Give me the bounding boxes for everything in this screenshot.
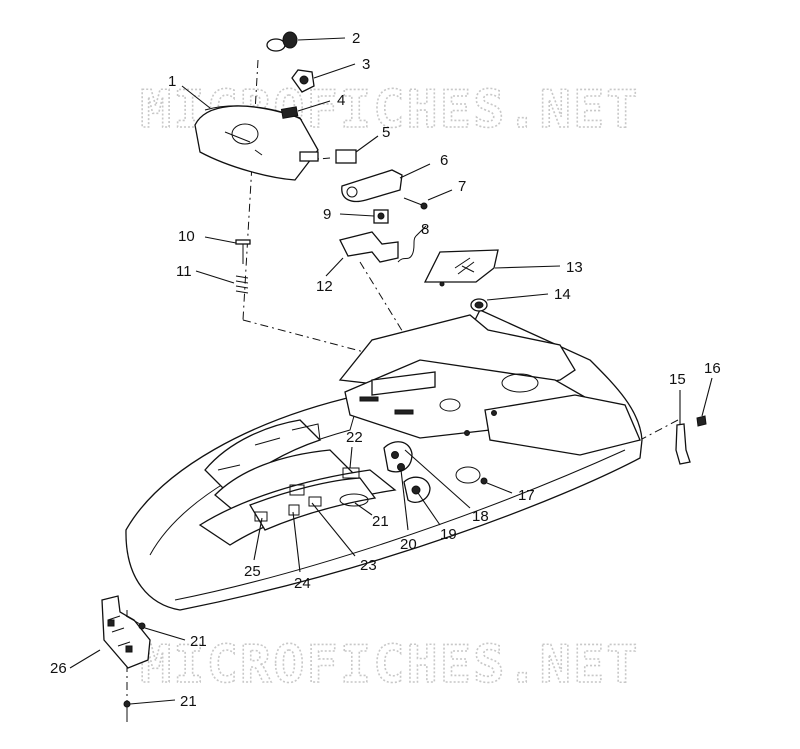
headlight-housing [194,105,319,181]
leader-19 [417,492,441,526]
callout-9: 9 [323,206,331,223]
callout-21-lower: 21 [180,693,197,710]
bulb-socket [291,63,356,93]
connector-clip [280,100,331,119]
callout-16: 16 [704,360,721,377]
callout-13: 13 [566,259,583,276]
callout-18: 18 [472,508,489,525]
callout-2: 2 [352,30,360,47]
leader-24 [292,511,301,573]
bracket-screw [403,189,453,210]
callout-3: 3 [362,56,370,73]
bracket-nut [339,209,389,224]
adjuster-pin [204,236,251,264]
leader-18 [404,449,471,509]
leader-21-center [354,502,373,516]
bracket-fastener-lower [123,699,176,722]
watermark-bottom: MICROFICHES.NET [140,635,640,695]
hood-body [125,309,643,611]
callout-10: 10 [178,228,195,245]
callout-6: 6 [440,152,448,169]
grommet [470,293,549,312]
callout-17: 17 [518,487,535,504]
latch-screw [696,377,713,427]
callout-labels: 1 2 3 4 5 6 7 8 9 10 11 12 13 14 15 16 1… [50,30,721,710]
callout-26: 26 [50,660,67,677]
callout-22: 22 [346,429,363,446]
adjuster-spring [195,270,249,294]
callout-15: 15 [669,371,686,388]
bracket-fastener-upper [125,615,186,641]
callout-19: 19 [440,526,457,543]
headlight-bulb [266,31,346,52]
mounting-pad [335,135,379,164]
leader-1 [181,85,211,109]
callout-24: 24 [294,575,311,592]
callout-12: 12 [316,278,333,295]
callout-20: 20 [400,536,417,553]
callout-7: 7 [458,178,466,195]
callout-5: 5 [382,124,390,141]
callout-14: 14 [554,286,571,303]
latch-handle [675,390,691,465]
leader-23 [311,502,356,557]
lower-bracket [325,231,399,277]
cover-panel [423,249,561,287]
callout-4: 4 [337,92,345,109]
leader-22 [349,446,353,469]
callout-21-upper: 21 [190,633,207,650]
callout-25: 25 [244,563,261,580]
callout-8: 8 [421,221,429,238]
callout-1: 1 [168,73,176,90]
headlight-bracket [341,163,431,203]
leader-25 [253,517,263,561]
spring-clip [397,225,427,263]
callout-21-center: 21 [372,513,389,530]
rivet [480,477,513,494]
callout-23: 23 [360,557,377,574]
leader-20 [400,469,409,531]
front-bracket [69,595,151,669]
callout-11: 11 [176,263,192,280]
